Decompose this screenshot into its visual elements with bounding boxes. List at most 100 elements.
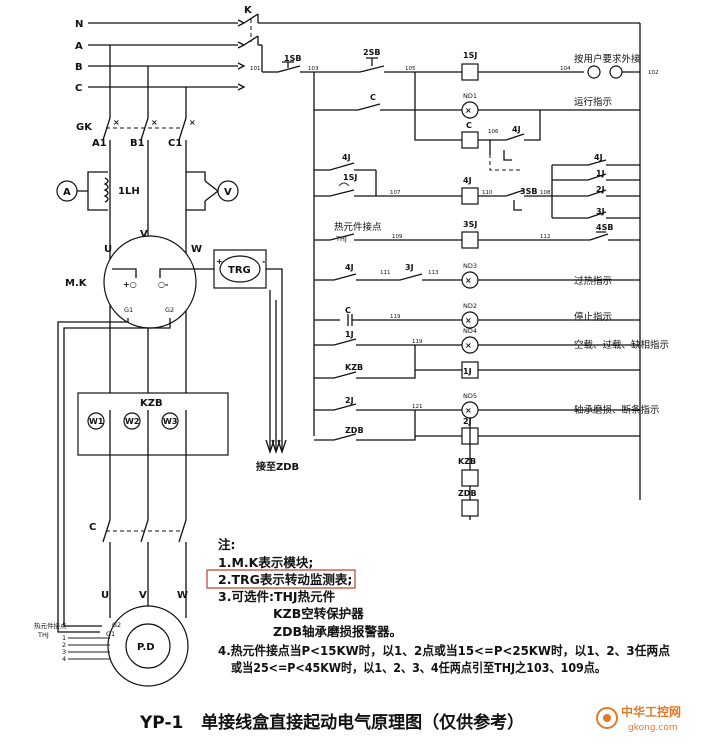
svg-text:×: × xyxy=(189,118,196,127)
zdb-note: 接至ZDB xyxy=(256,460,299,473)
contactor-label: C xyxy=(89,522,96,533)
node-106: 106 xyxy=(488,129,499,135)
thermal-pin-3: 3 xyxy=(62,648,66,656)
relay-1j: 1J xyxy=(463,367,472,376)
lamp-nd5: ND5 xyxy=(463,392,477,400)
motor-term-w: W xyxy=(177,590,188,601)
bus-label-n: N xyxy=(75,19,83,30)
button-1sb: 1SB xyxy=(284,54,301,63)
node-112: 112 xyxy=(540,234,551,240)
note-item-2: 2.TRG表示转动监测表; xyxy=(218,572,352,587)
watermark-logo-icon xyxy=(596,707,618,729)
relay-2j: 2J xyxy=(463,417,472,426)
svg-text:×: × xyxy=(113,118,120,127)
ct-label: 1LH xyxy=(118,186,140,197)
motor-term-v: V xyxy=(139,590,147,601)
contact-1j-r: 1J xyxy=(596,169,605,178)
power-circuit: GK A1 B1 C1 × × × A 1LH V M.K U V W +○ ○… xyxy=(34,45,299,687)
bus-label-b: B xyxy=(75,62,83,73)
contact-c-nd2: C xyxy=(345,306,351,315)
contact-4j-left: 4J xyxy=(342,153,351,162)
watermark: 中华工控网 gkong.com xyxy=(596,704,681,733)
svg-text:×: × xyxy=(465,106,472,115)
module-term-u: U xyxy=(104,244,112,255)
bus-bars: N A B C xyxy=(75,19,246,94)
module-ground-g1: G1 xyxy=(124,306,133,314)
node-109: 109 xyxy=(392,234,403,240)
button-2sb: 2SB xyxy=(363,48,380,57)
node-103: 103 xyxy=(308,66,319,72)
contact-zdb: ZDB xyxy=(345,426,364,435)
indicator-running: 运行指示 xyxy=(574,96,612,108)
notes-block: 注: 1.M.K表示模块; 2.TRG表示转动监测表; 3.可选件:THJ热元件… xyxy=(206,537,670,675)
motor-ground-g2: G2 xyxy=(112,621,121,629)
svg-text:×: × xyxy=(465,406,472,415)
svg-text:×: × xyxy=(465,316,472,325)
contact-4j-nd3: 4J xyxy=(345,263,354,272)
contact-kzb: KZB xyxy=(345,363,363,372)
relay-zdb: ZDB xyxy=(458,489,477,498)
contact-1j: 1J xyxy=(345,330,354,339)
contact-4j-right: 4J xyxy=(512,125,521,134)
bus-label-c: C xyxy=(75,83,82,94)
svg-text:×: × xyxy=(151,118,158,127)
motor-ground-g1: G1 xyxy=(106,630,115,638)
contact-2j: 2J xyxy=(345,396,354,405)
thermal-pin-2: 2 xyxy=(62,641,66,649)
node-108: 108 xyxy=(540,190,551,196)
node-101: 101 xyxy=(250,66,261,72)
thermal-sub: THJ xyxy=(37,631,49,639)
node-102: 102 xyxy=(648,70,659,76)
svg-text:×: × xyxy=(465,276,472,285)
main-switch-label: K xyxy=(244,5,253,16)
note-item-4b: 或当25<=P<45KW时，以1、2、3、4任两点引至THJ之103、109点。 xyxy=(231,660,606,675)
contact-3j-nd3: 3J xyxy=(405,263,414,272)
thermal-contact-label: 热元件接点 xyxy=(334,221,382,233)
node-113: 113 xyxy=(428,270,439,276)
module-term-v: V xyxy=(140,229,148,240)
svg-text:○-: ○- xyxy=(158,280,168,289)
external-note: 按用户要求外接 xyxy=(574,53,641,65)
node-107: 107 xyxy=(390,190,401,196)
indicator-stop: 停止指示 xyxy=(574,311,612,323)
node-111: 111 xyxy=(380,270,391,276)
note-item-1: 1.M.K表示模块; xyxy=(218,555,313,570)
indicator-overheat: 过热指示 xyxy=(574,275,612,287)
highlight-box xyxy=(206,569,356,589)
breaker-phase-c1: C1 xyxy=(168,138,182,149)
node-115: 119 xyxy=(390,314,401,320)
module-label: M.K xyxy=(65,278,88,289)
lamp-nd2: ND2 xyxy=(463,302,477,310)
relay-1sj: 1SJ xyxy=(463,51,477,60)
bus-label-a: A xyxy=(75,41,83,52)
contact-1sj: 1SJ xyxy=(343,173,357,182)
button-4sb: 4SB xyxy=(596,223,613,232)
node-105: 105 xyxy=(405,66,416,72)
relay-c: C xyxy=(466,121,472,130)
lamp-nd4: ND4 xyxy=(463,327,477,335)
relay-4j: 4J xyxy=(463,176,472,185)
node-119: 119 xyxy=(412,339,423,345)
thermal-label: 热元件接点 xyxy=(34,621,67,630)
motor-label: P.D xyxy=(137,642,155,653)
indicator-bearing: 轴承磨损、断条指示 xyxy=(574,404,660,416)
breaker-phase-b1: B1 xyxy=(130,138,145,149)
note-item-3: 3.可选件:THJ热元件 xyxy=(218,589,336,604)
node-110: 110 xyxy=(482,190,493,196)
main-switch-k: K xyxy=(243,5,640,46)
breaker-label: GK xyxy=(76,122,93,133)
button-3sb: 3SB xyxy=(520,187,537,196)
node-121: 121 xyxy=(412,404,423,410)
module-term-w: W xyxy=(191,244,202,255)
kzb-w1: W1 xyxy=(89,417,104,426)
lamp-nd3: ND3 xyxy=(463,262,477,270)
caption: YP-1 单接线盒直接起动电气原理图（仅供参考） xyxy=(139,712,524,733)
module-ground-g2: G2 xyxy=(165,306,174,314)
relay-kzb: KZB xyxy=(458,457,476,466)
svg-text:+○: +○ xyxy=(123,280,137,289)
control-circuit: 101 1SB 103 2SB 105 1SJ 104 按用户要求外接 102 … xyxy=(250,23,669,520)
breaker-phase-a1: A1 xyxy=(92,138,107,149)
trg-label: TRG xyxy=(228,265,251,276)
lamp-nd1: ND1 xyxy=(463,92,477,100)
relay-3j: 3SJ xyxy=(463,220,477,229)
